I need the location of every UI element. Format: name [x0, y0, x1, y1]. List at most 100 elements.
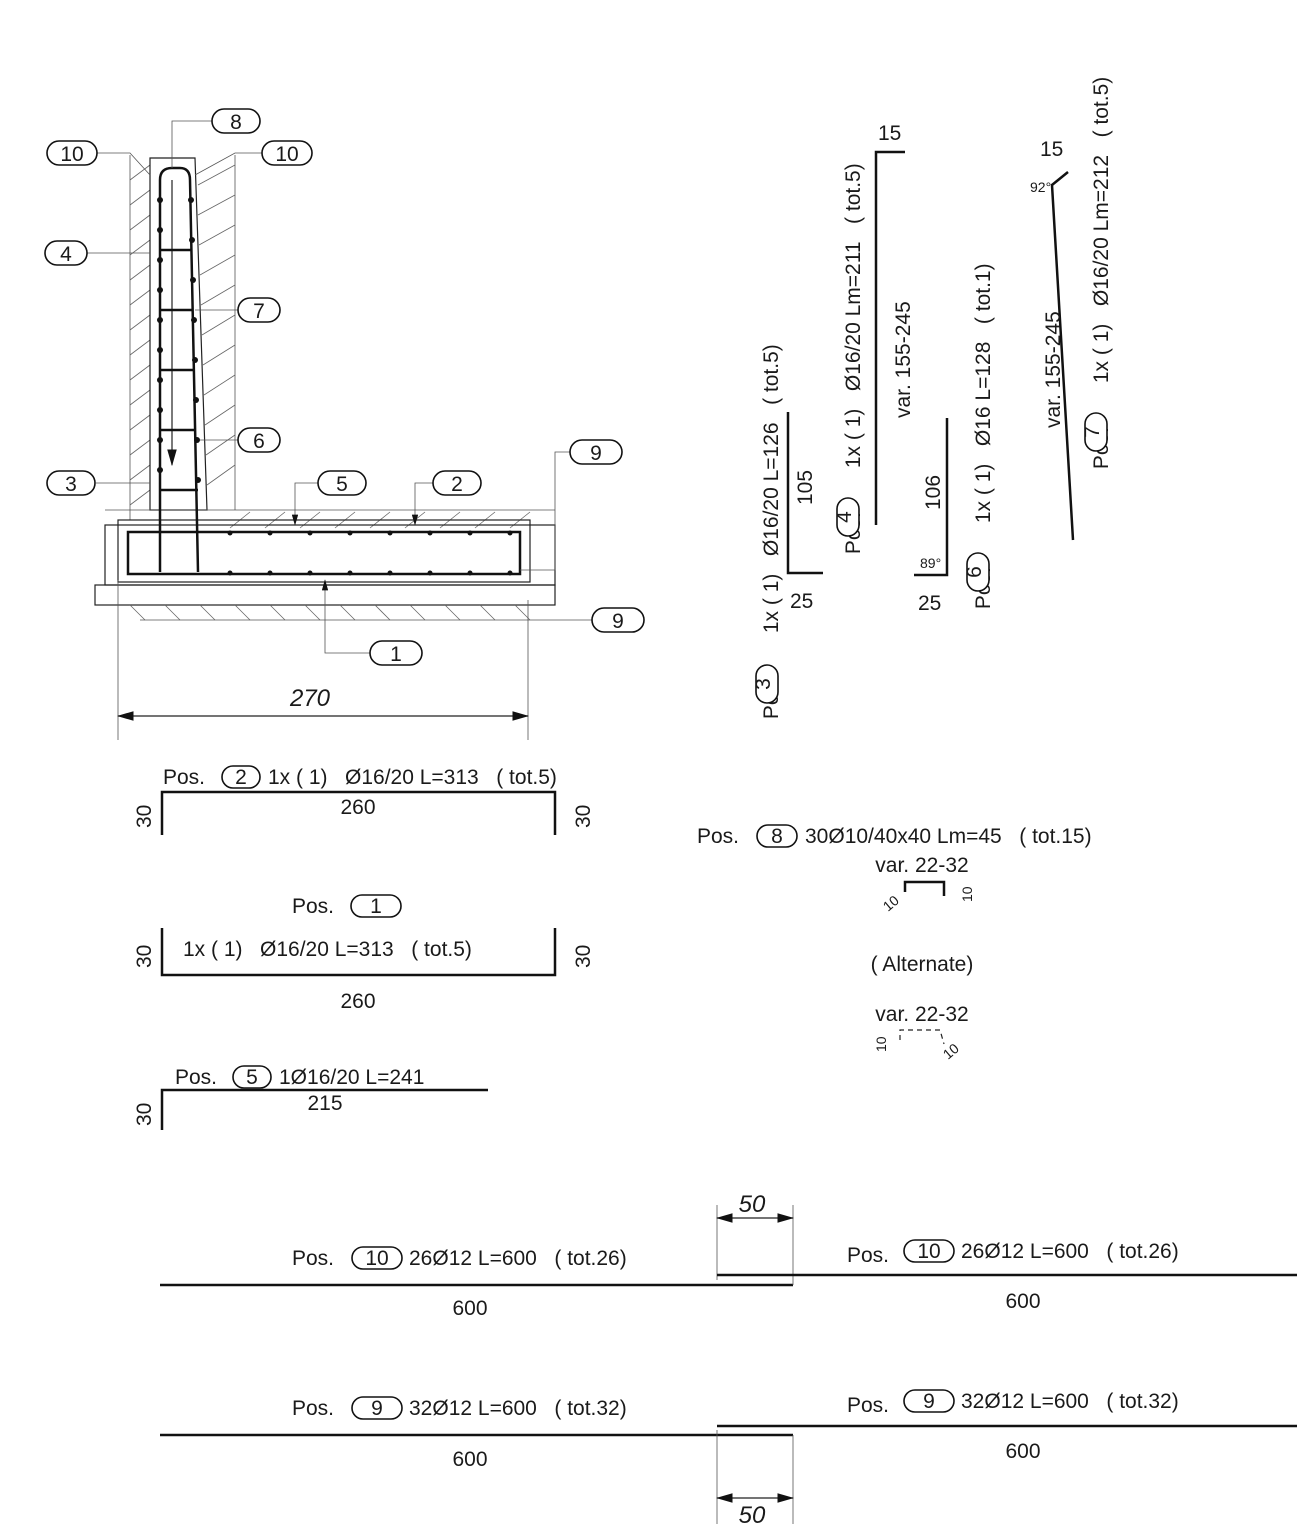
svg-text:92°: 92°	[1030, 179, 1051, 195]
callout-9-top: 9	[569, 439, 623, 465]
svg-text:Pos.: Pos.	[847, 1244, 889, 1267]
svg-text:1x ( 1) Ø16/20 L=313 ( tot: 1x ( 1) Ø16/20 L=313 ( tot.5)	[268, 766, 557, 789]
svg-text:1: 1	[370, 895, 382, 918]
svg-text:4: 4	[60, 243, 72, 266]
svg-text:4: 4	[833, 511, 856, 523]
svg-text:50: 50	[739, 1502, 766, 1527]
soil-hatch-bottom	[129, 604, 531, 621]
svg-text:Pos.: Pos.	[697, 825, 739, 848]
svg-text:Pos.: Pos.	[175, 1066, 217, 1089]
callout-8: 8	[211, 108, 261, 134]
svg-text:var. 22-32: var. 22-32	[875, 854, 968, 877]
svg-text:7: 7	[253, 300, 265, 323]
stem-outline	[149, 157, 208, 511]
callout-4: 4	[44, 240, 88, 266]
stem-rebar	[158, 166, 200, 573]
bar-schedule-pos-1: Pos. 1 1x ( 1) Ø16/20 L=313 ( tot.5) 260…	[133, 894, 595, 1013]
svg-text:106: 106	[922, 475, 945, 510]
svg-text:( Alternate): ( Alternate)	[871, 953, 974, 976]
svg-text:32Ø12 L=600 ( tot.32): 32Ø12 L=600 ( tot.32)	[961, 1390, 1179, 1413]
callout-9-bottom: 9	[591, 607, 645, 633]
svg-text:600: 600	[1005, 1290, 1040, 1313]
svg-text:10: 10	[365, 1247, 388, 1270]
svg-text:30: 30	[133, 945, 156, 968]
soil-hatch-left	[129, 155, 151, 520]
svg-text:26Ø12 L=600 ( tot.26): 26Ø12 L=600 ( tot.26)	[961, 1240, 1179, 1263]
svg-text:215: 215	[307, 1092, 342, 1115]
svg-text:Pos.: Pos.	[292, 1397, 334, 1420]
svg-text:32Ø12 L=600 ( tot.32): 32Ø12 L=600 ( tot.32)	[409, 1397, 627, 1420]
svg-text:3: 3	[65, 473, 77, 496]
svg-text:8: 8	[230, 111, 242, 134]
callout-2: 2	[432, 470, 482, 496]
svg-text:25: 25	[918, 592, 941, 615]
stem-stirrups	[160, 248, 198, 492]
svg-text:30: 30	[133, 805, 156, 828]
svg-text:9: 9	[590, 442, 602, 465]
svg-text:6: 6	[253, 430, 265, 453]
slab-rebar-loop	[126, 530, 522, 576]
callout-6: 6	[237, 427, 281, 453]
svg-text:9: 9	[371, 1397, 383, 1420]
dimension-270: 270	[116, 580, 530, 740]
svg-text:600: 600	[452, 1448, 487, 1471]
svg-text:600: 600	[452, 1297, 487, 1320]
svg-text:Pos.: Pos.	[163, 766, 205, 789]
svg-text:Pos.: Pos.	[292, 1247, 334, 1270]
svg-text:5: 5	[246, 1066, 258, 1089]
svg-text:10: 10	[940, 1040, 962, 1062]
svg-text:260: 260	[340, 796, 375, 819]
svg-text:15: 15	[1040, 138, 1063, 161]
bar-schedule-pos-10-left: Pos. 10 26Ø12 L=600 ( tot.26) 600	[160, 1246, 793, 1320]
callout-3: 3	[46, 470, 96, 496]
distribution-bar-dots	[157, 197, 513, 576]
svg-text:89°: 89°	[920, 555, 941, 571]
svg-text:1Ø16/20 L=241: 1Ø16/20 L=241	[279, 1066, 424, 1089]
svg-text:26Ø12 L=600 ( tot.26): 26Ø12 L=600 ( tot.26)	[409, 1247, 627, 1270]
svg-text:10: 10	[60, 143, 83, 166]
svg-text:10: 10	[959, 886, 975, 902]
svg-text:5: 5	[336, 473, 348, 496]
svg-text:6: 6	[963, 566, 986, 578]
svg-text:7: 7	[1081, 426, 1104, 438]
callout-10-right: 10	[261, 140, 313, 166]
svg-text:15: 15	[878, 122, 901, 145]
svg-text:8: 8	[771, 825, 783, 848]
callout-7: 7	[237, 297, 281, 323]
svg-text:Pos.: Pos.	[847, 1394, 889, 1417]
svg-text:10: 10	[873, 1036, 889, 1052]
svg-text:9: 9	[923, 1390, 935, 1413]
bar-schedule-pos-9-left: Pos. 9 32Ø12 L=600 ( tot.32) 600	[160, 1396, 793, 1471]
svg-text:1x ( 1) Ø16/20 L=313 ( tot: 1x ( 1) Ø16/20 L=313 ( tot.5)	[183, 938, 472, 961]
svg-text:10: 10	[275, 143, 298, 166]
callout-1: 1	[369, 640, 423, 666]
svg-text:2: 2	[235, 766, 247, 789]
svg-text:25: 25	[790, 590, 813, 613]
svg-text:600: 600	[1005, 1440, 1040, 1463]
bar-schedule-pos-7: Pos.1x ( 1) Ø16/20 Lm=212 ( tot.5) 7 var…	[1030, 77, 1113, 541]
bar-schedule-pos-2: Pos. 2 1x ( 1) Ø16/20 L=313 ( tot.5) 260…	[133, 765, 595, 835]
svg-text:30: 30	[572, 945, 595, 968]
lap-dimension-top: 50	[715, 1191, 795, 1285]
bar-schedule-pos-4: Pos.1x ( 1) Ø16/20 Lm=211 ( tot.5) 4 var…	[833, 122, 915, 554]
base-slab-outline	[104, 524, 556, 586]
callout-leaders	[86, 120, 592, 654]
bar-schedule-pos-3: Pos.1x ( 1) Ø16/20 L=126 ( tot.5) 3 105 …	[752, 344, 823, 719]
svg-text:105: 105	[794, 470, 817, 505]
svg-text:260: 260	[340, 990, 375, 1013]
svg-text:var. 22-32: var. 22-32	[875, 1003, 968, 1026]
lap-dimension-bottom: 50	[715, 1430, 795, 1527]
svg-text:var. 155-245: var. 155-245	[892, 301, 915, 418]
svg-text:30Ø10/40x40 Lm=45 ( tot.15): 30Ø10/40x40 Lm=45 ( tot.15)	[805, 825, 1092, 848]
svg-text:var. 155-245: var. 155-245	[1042, 311, 1065, 428]
wall-section	[94, 155, 556, 621]
svg-text:50: 50	[739, 1191, 766, 1218]
bar-schedule-pos-8: Pos. 8 30Ø10/40x40 Lm=45 ( tot.15) var. …	[697, 824, 1092, 1062]
bar-schedule-pos-10-right: Pos. 10 26Ø12 L=600 ( tot.26) 600	[717, 1239, 1297, 1313]
bar-schedule-pos-9-right: Pos. 9 32Ø12 L=600 ( tot.32) 600	[717, 1389, 1297, 1463]
svg-text:30: 30	[572, 805, 595, 828]
svg-text:10: 10	[917, 1240, 940, 1263]
callout-5: 5	[317, 470, 367, 496]
svg-text:2: 2	[451, 473, 463, 496]
